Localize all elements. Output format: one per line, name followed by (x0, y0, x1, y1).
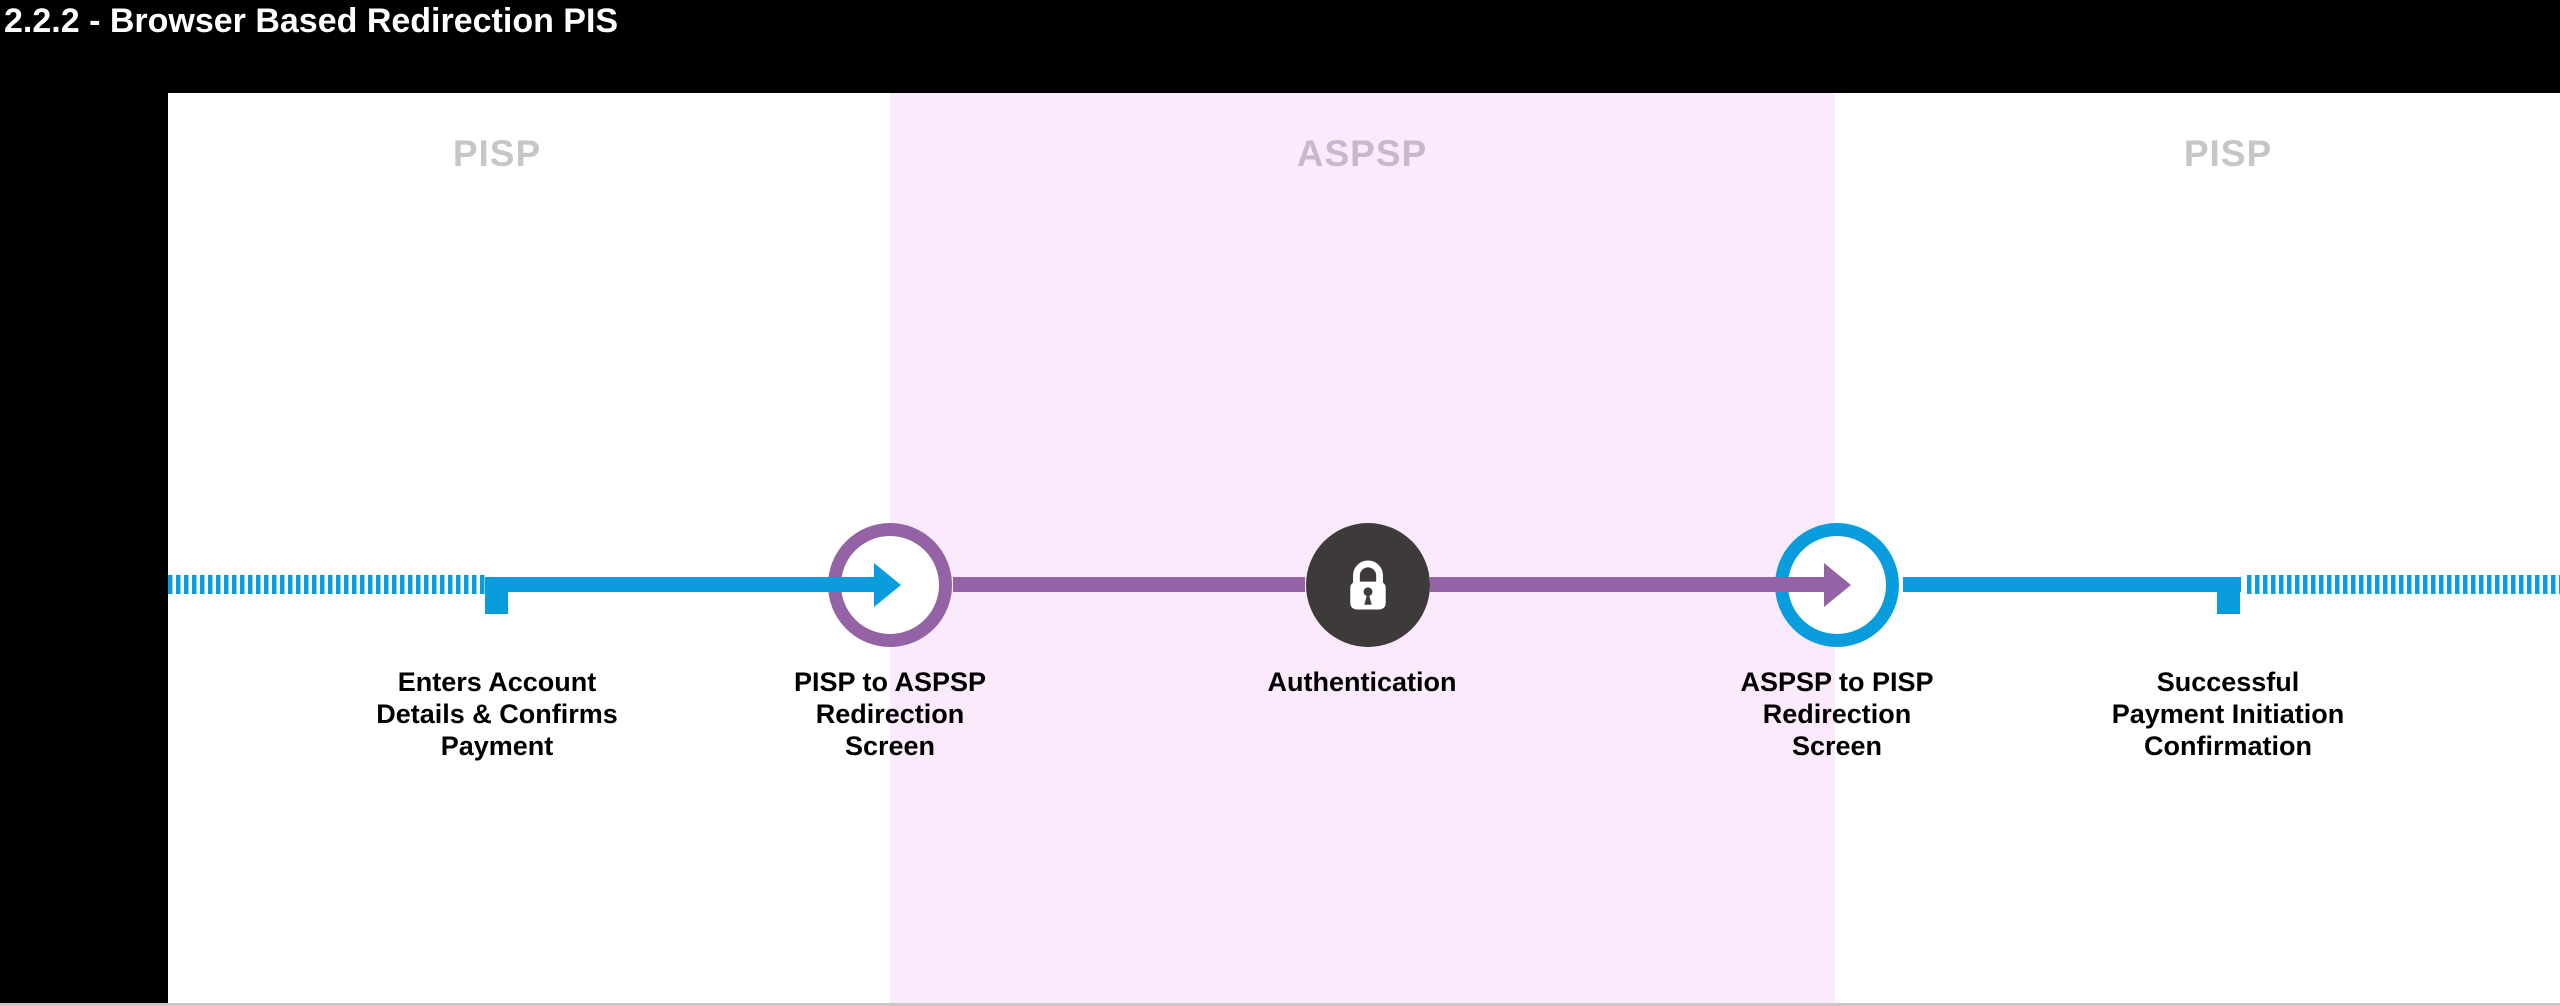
step-label-authentication: Authentication (1172, 666, 1552, 698)
purple-arrow-shaft (1775, 577, 1827, 592)
flow-line-blue-left (498, 577, 848, 592)
step-label-aspsp-to-pisp: ASPSP to PISP Redirection Screen (1647, 666, 2027, 762)
authentication-node (1306, 523, 1430, 647)
step-label-line: Payment Initiation (2111, 699, 2345, 729)
lane-header-pisp-left: PISP (452, 133, 542, 174)
step-label-line: Enters Account (397, 667, 597, 697)
step-label-line: Payment (440, 731, 554, 761)
step-label-successful-payment: Successful Payment Initiation Confirmati… (2038, 666, 2418, 762)
dashed-flow-line-right (2247, 575, 2560, 594)
step-label-pisp-to-aspsp: PISP to ASPSP Redirection Screen (700, 666, 1080, 762)
step-label-line: Successful (2156, 667, 2300, 697)
step-label-enters-account: Enters Account Details & Confirms Paymen… (307, 666, 687, 762)
flow-line-purple-left (953, 577, 1305, 592)
purple-arrowhead-icon (1824, 563, 1851, 607)
step-label-line: Authentication (1267, 667, 1457, 697)
step-label-line: Screen (844, 731, 936, 761)
blue-arrowhead-icon (874, 563, 901, 607)
flow-end-marker (2217, 577, 2240, 614)
dashed-flow-line-left (168, 575, 485, 594)
blue-arrow-shaft (828, 577, 877, 592)
step-label-line: Redirection (815, 699, 965, 729)
lane-header-aspsp: ASPSP (1296, 133, 1428, 174)
step-label-line: Redirection (1762, 699, 1912, 729)
step-label-line: Screen (1791, 731, 1883, 761)
step-label-line: ASPSP to PISP (1740, 667, 1934, 697)
flow-line-purple-right (1430, 577, 1798, 592)
step-label-line: Details & Confirms (376, 699, 618, 729)
lock-icon (1350, 560, 1386, 610)
window-bottom-edge (0, 1003, 2560, 1006)
step-label-line: PISP to ASPSP (793, 667, 987, 697)
diagram-panel: PISP ASPSP PISP Enters Account Details &… (168, 93, 2560, 1006)
lane-header-pisp-right: PISP (2183, 133, 2273, 174)
page-title: 2.2.2 - Browser Based Redirection PIS (4, 2, 619, 40)
flow-line-blue-right (1903, 577, 2241, 592)
step-label-line: Confirmation (2144, 731, 2312, 761)
